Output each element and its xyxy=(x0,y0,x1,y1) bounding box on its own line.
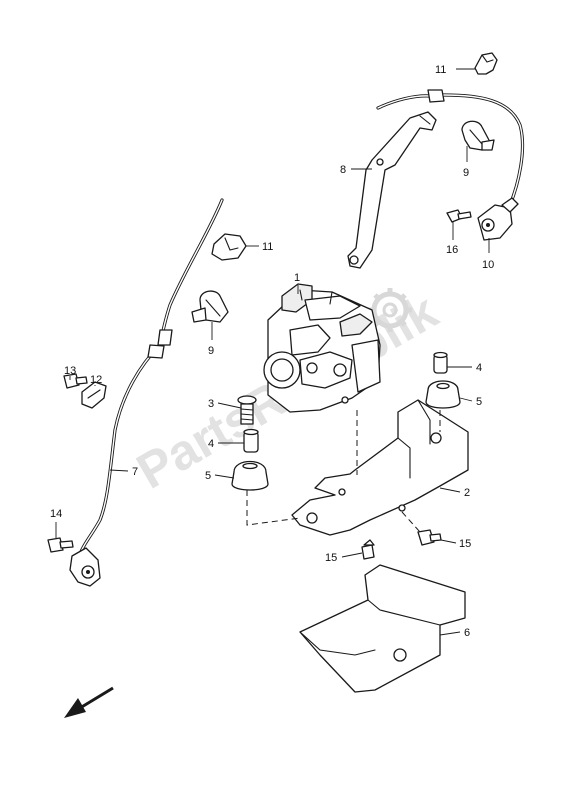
bolt-part-14 xyxy=(47,537,74,553)
collar-part-4-left xyxy=(243,428,259,453)
speed-sensor-part-10 xyxy=(477,197,519,241)
callout-3: 3 xyxy=(208,398,214,410)
callout-4-right: 4 xyxy=(476,362,482,374)
callout-10: 10 xyxy=(482,259,494,271)
clamp-part-9-left xyxy=(191,290,229,323)
sensor-wire-part-10 xyxy=(376,89,525,207)
arrow-down-left-icon xyxy=(64,686,114,718)
bolt-part-13 xyxy=(63,373,88,389)
callout-1: 1 xyxy=(294,272,300,284)
bolt-part-15-right xyxy=(417,529,442,546)
callout-13: 13 xyxy=(64,365,76,377)
clip-part-11-left xyxy=(211,233,247,261)
bracket-part-8 xyxy=(347,111,437,269)
callout-2: 2 xyxy=(464,487,470,499)
mount-rubber-part-5-right xyxy=(425,380,461,409)
callout-16: 16 xyxy=(446,244,458,256)
bolt-part-16 xyxy=(446,209,472,223)
wheel-sensor-part-7 xyxy=(69,547,101,587)
callout-14: 14 xyxy=(50,508,62,520)
alignment-lines xyxy=(246,410,441,533)
callout-5-left: 5 xyxy=(205,470,211,482)
callout-6: 6 xyxy=(464,627,470,639)
bolt-part-15-lower xyxy=(361,539,375,560)
callout-4-left: 4 xyxy=(208,438,214,450)
callout-15-right: 15 xyxy=(459,538,471,550)
abs-unit-part-1 xyxy=(263,283,381,413)
bolt-part-3 xyxy=(237,395,257,425)
callout-7: 7 xyxy=(132,466,138,478)
callouts: 11 8 9 16 10 11 1 9 4 5 13 12 3 4 5 7 2 … xyxy=(50,64,494,639)
callout-8: 8 xyxy=(340,164,346,176)
callout-15-lower: 15 xyxy=(325,552,337,564)
mount-rubber-part-5-left xyxy=(231,460,269,491)
callout-11-left: 11 xyxy=(262,241,273,253)
callout-9-top: 9 xyxy=(463,167,469,179)
callout-9-left: 9 xyxy=(208,345,214,357)
collar-part-4-right xyxy=(433,351,448,374)
cover-part-6 xyxy=(299,564,466,693)
brake-hose-part-7 xyxy=(76,198,224,562)
watermark-gear-icon xyxy=(368,288,412,332)
callout-12: 12 xyxy=(90,374,102,386)
callout-11-top: 11 xyxy=(435,64,446,76)
clip-part-11-top xyxy=(474,52,498,75)
clamp-part-9-top xyxy=(461,120,495,151)
bracket-part-2 xyxy=(291,399,469,536)
clip-part-12 xyxy=(81,381,107,409)
callout-5-right: 5 xyxy=(476,396,482,408)
leader-lines xyxy=(55,68,490,636)
